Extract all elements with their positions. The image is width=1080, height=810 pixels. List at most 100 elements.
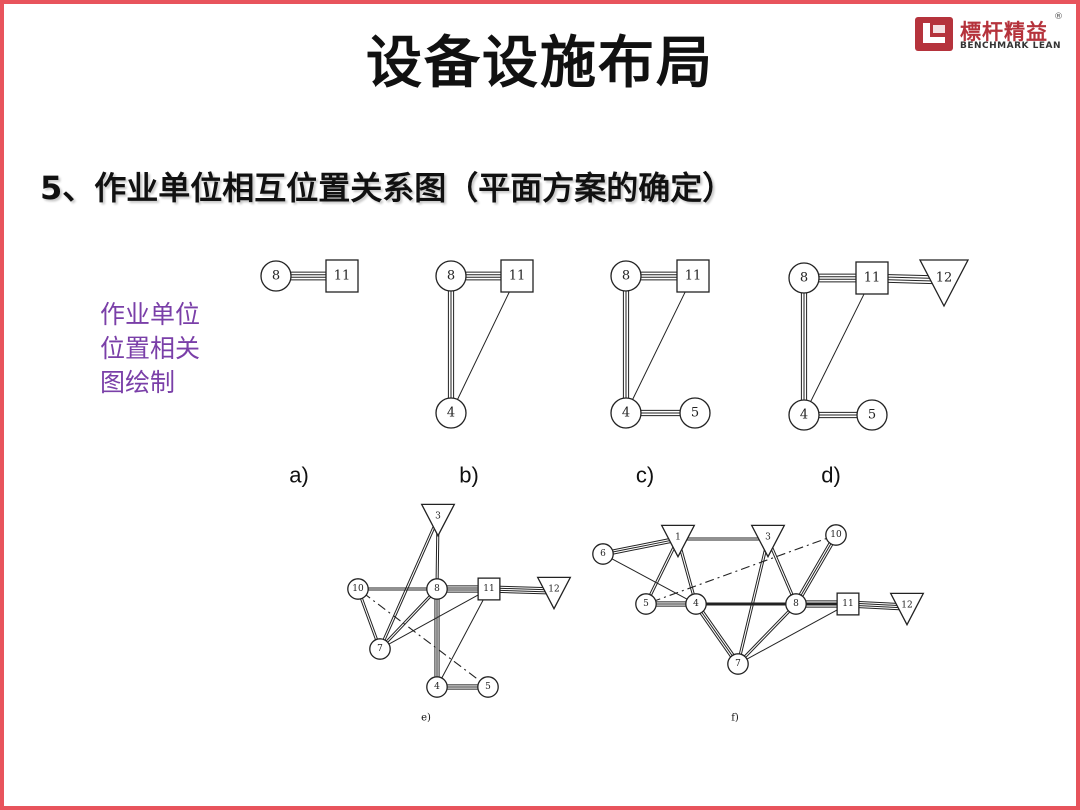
link-line	[495, 587, 547, 591]
node-circle	[347, 578, 369, 600]
link-line	[880, 281, 934, 285]
node-circle	[856, 399, 888, 431]
node-label: 11	[685, 269, 702, 284]
link-line	[608, 537, 671, 552]
link-line	[881, 273, 934, 277]
node-label: 8	[434, 584, 440, 594]
node-circle	[369, 638, 391, 660]
node-triangle	[536, 576, 572, 611]
node-circle	[477, 676, 499, 698]
panel-label: e)	[421, 713, 431, 724]
link-line	[385, 591, 484, 647]
node-circle	[426, 676, 448, 698]
node-circle	[785, 593, 807, 615]
node-circle	[679, 397, 711, 429]
link-line	[800, 541, 836, 600]
panel-label: b)	[459, 463, 479, 488]
node-label: 6	[600, 549, 606, 559]
link-line	[495, 591, 547, 595]
node-label: 4	[800, 408, 808, 423]
link-line	[495, 585, 547, 589]
link-line	[742, 608, 793, 661]
link-dashed	[651, 536, 831, 603]
link-line	[629, 283, 690, 406]
node-circle	[788, 262, 820, 294]
link-line	[697, 609, 734, 661]
node-label: 12	[548, 585, 559, 595]
node-circle	[426, 578, 448, 600]
link-line	[798, 540, 834, 599]
node-triangle	[420, 503, 456, 538]
link-line	[771, 545, 795, 599]
node-label: 8	[793, 599, 799, 609]
node-circle	[727, 653, 749, 675]
node-circle	[435, 397, 467, 429]
node-circle	[435, 260, 467, 292]
link-line	[649, 545, 677, 600]
link-line	[384, 593, 434, 646]
node-label: 12	[901, 601, 912, 611]
logo-text-cn: 標杆精益	[960, 20, 1048, 44]
link-line	[435, 525, 438, 583]
link-line	[741, 607, 792, 660]
node-circle	[825, 524, 847, 546]
link-line	[383, 592, 433, 645]
node-circle	[610, 397, 642, 429]
node-label: 12	[936, 271, 953, 286]
node-label: 4	[434, 682, 440, 692]
logo-mark-icon	[915, 17, 953, 51]
node-triangle	[889, 592, 925, 627]
link-line	[769, 545, 794, 599]
side-note: 作业单位 位置相关 图绘制	[100, 298, 200, 400]
panel-label: d)	[821, 463, 841, 488]
node-square	[477, 577, 501, 601]
node-label: 11	[509, 269, 526, 284]
panel-label: a)	[289, 463, 309, 488]
node-triangle	[918, 259, 970, 308]
node-label: 3	[765, 533, 771, 543]
node-label: 4	[693, 599, 699, 609]
node-square	[325, 259, 359, 293]
node-circle	[610, 260, 642, 292]
node-circle	[635, 593, 657, 615]
link-line	[609, 541, 672, 556]
link-line	[381, 524, 435, 644]
node-label: 11	[842, 599, 853, 609]
link-line	[680, 545, 696, 598]
node-square	[676, 259, 710, 293]
brand-logo: 標杆精益 BENCHMARK LEAN ®	[914, 12, 1064, 58]
side-note-line: 位置相关	[100, 334, 201, 363]
node-label: 10	[830, 530, 842, 540]
link-line	[854, 604, 900, 609]
node-circle	[788, 399, 820, 431]
node-label: 5	[868, 408, 876, 423]
link-line	[608, 539, 671, 554]
node-circle	[260, 260, 292, 292]
node-label: 1	[675, 533, 681, 543]
node-label: 5	[691, 406, 699, 421]
diagram-panel: 8 11 a)	[260, 259, 359, 488]
link-line	[360, 594, 380, 644]
side-note-line: 图绘制	[100, 368, 176, 397]
side-note-line: 作业单位	[100, 300, 201, 329]
node-triangle	[750, 524, 786, 559]
node-label: 8	[272, 269, 280, 284]
link-dashed	[362, 592, 484, 684]
node-label: 11	[483, 584, 494, 594]
page-title: 设备设施布局	[366, 31, 714, 96]
link-line	[853, 606, 900, 611]
node-label: 11	[334, 269, 351, 284]
link-line	[647, 544, 675, 599]
node-label: 7	[735, 659, 741, 669]
node-label: 5	[485, 682, 491, 692]
panel-label: c)	[636, 463, 654, 488]
section-subtitle: 5、作业单位相互位置关系图（平面方案的确定）	[40, 169, 735, 207]
registered-mark: ®	[1054, 12, 1063, 22]
link-line	[382, 524, 437, 645]
